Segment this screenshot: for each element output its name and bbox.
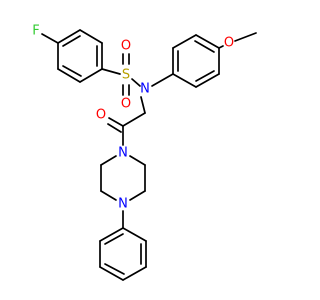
sulfonamide-nitrogen-atom: N [140,82,150,97]
methoxyphenyl-ring [151,32,257,88]
bond [79,68,103,83]
sulfonyl-oxygen-lower-atom: O [121,97,131,112]
sulfonyl-oxygen-upper-atom: O [121,39,131,54]
phenyl-ring [99,227,147,281]
piperazine-ring [100,155,146,229]
bond [172,73,197,88]
bond [195,34,220,49]
bond [101,68,121,75]
bond [151,73,174,87]
bond [122,266,147,281]
bond [100,155,117,166]
background [0,0,300,300]
sulfur-atom: S [122,68,130,83]
bond [107,123,122,133]
bond [129,155,146,166]
bond [172,34,197,49]
bond [195,73,220,88]
bond [218,45,224,49]
molecule-structure-diagram: F S O O N O O N N [0,0,300,300]
bond [104,263,125,275]
acetamide-linker [107,96,146,146]
bond [140,96,146,114]
fluorine-atom: F [32,24,39,39]
bond [194,40,215,53]
sulfonyl-group [101,53,141,96]
bond [99,266,124,281]
bond [234,32,257,42]
bond [122,227,147,242]
bond [131,78,141,87]
bond [41,33,59,44]
bond [57,68,81,83]
bond [122,112,146,127]
piperazine-nitrogen-lower-atom: N [118,197,128,212]
bond [100,190,117,201]
bond [57,29,81,44]
methoxy-oxygen-atom: O [224,36,234,51]
bond [99,227,124,242]
bond [129,190,146,201]
bond [62,65,82,77]
bond [104,233,124,245]
bond [79,29,103,44]
bond [108,117,124,127]
bond [195,70,215,82]
piperazine-nitrogen-upper-atom: N [118,146,128,161]
carbonyl-oxygen-atom: O [96,108,106,123]
bond [62,35,81,47]
fluorophenyl-ring [41,29,103,83]
